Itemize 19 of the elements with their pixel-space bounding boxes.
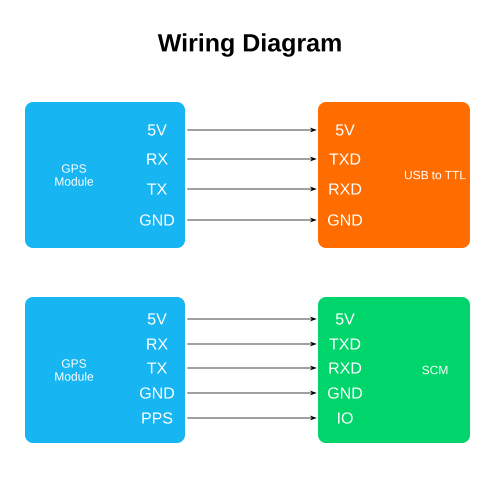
pin-label: GND (328, 214, 362, 226)
pin-label: GND (140, 387, 174, 399)
pin-label: RX (147, 154, 168, 164)
pin-label: TXD (329, 154, 360, 164)
pin-label: TXD (329, 338, 360, 350)
pin-label: PPS (142, 412, 172, 424)
pin-label: RXD (329, 362, 362, 374)
pin-label: 5V (336, 124, 355, 136)
title: Wiring Diagram (158, 33, 341, 57)
pin-label: RX (147, 338, 168, 350)
pin-label: GND (140, 214, 174, 226)
pin-label: 5V (148, 313, 167, 325)
pin-label: IO (338, 412, 353, 424)
pin-label: 5V (336, 313, 355, 325)
pin-label: TX (147, 184, 167, 194)
pin-label: TX (147, 362, 167, 374)
pin-label: GND (328, 387, 362, 399)
pin-label: RXD (329, 184, 362, 194)
pin-label: 5V (148, 124, 167, 136)
